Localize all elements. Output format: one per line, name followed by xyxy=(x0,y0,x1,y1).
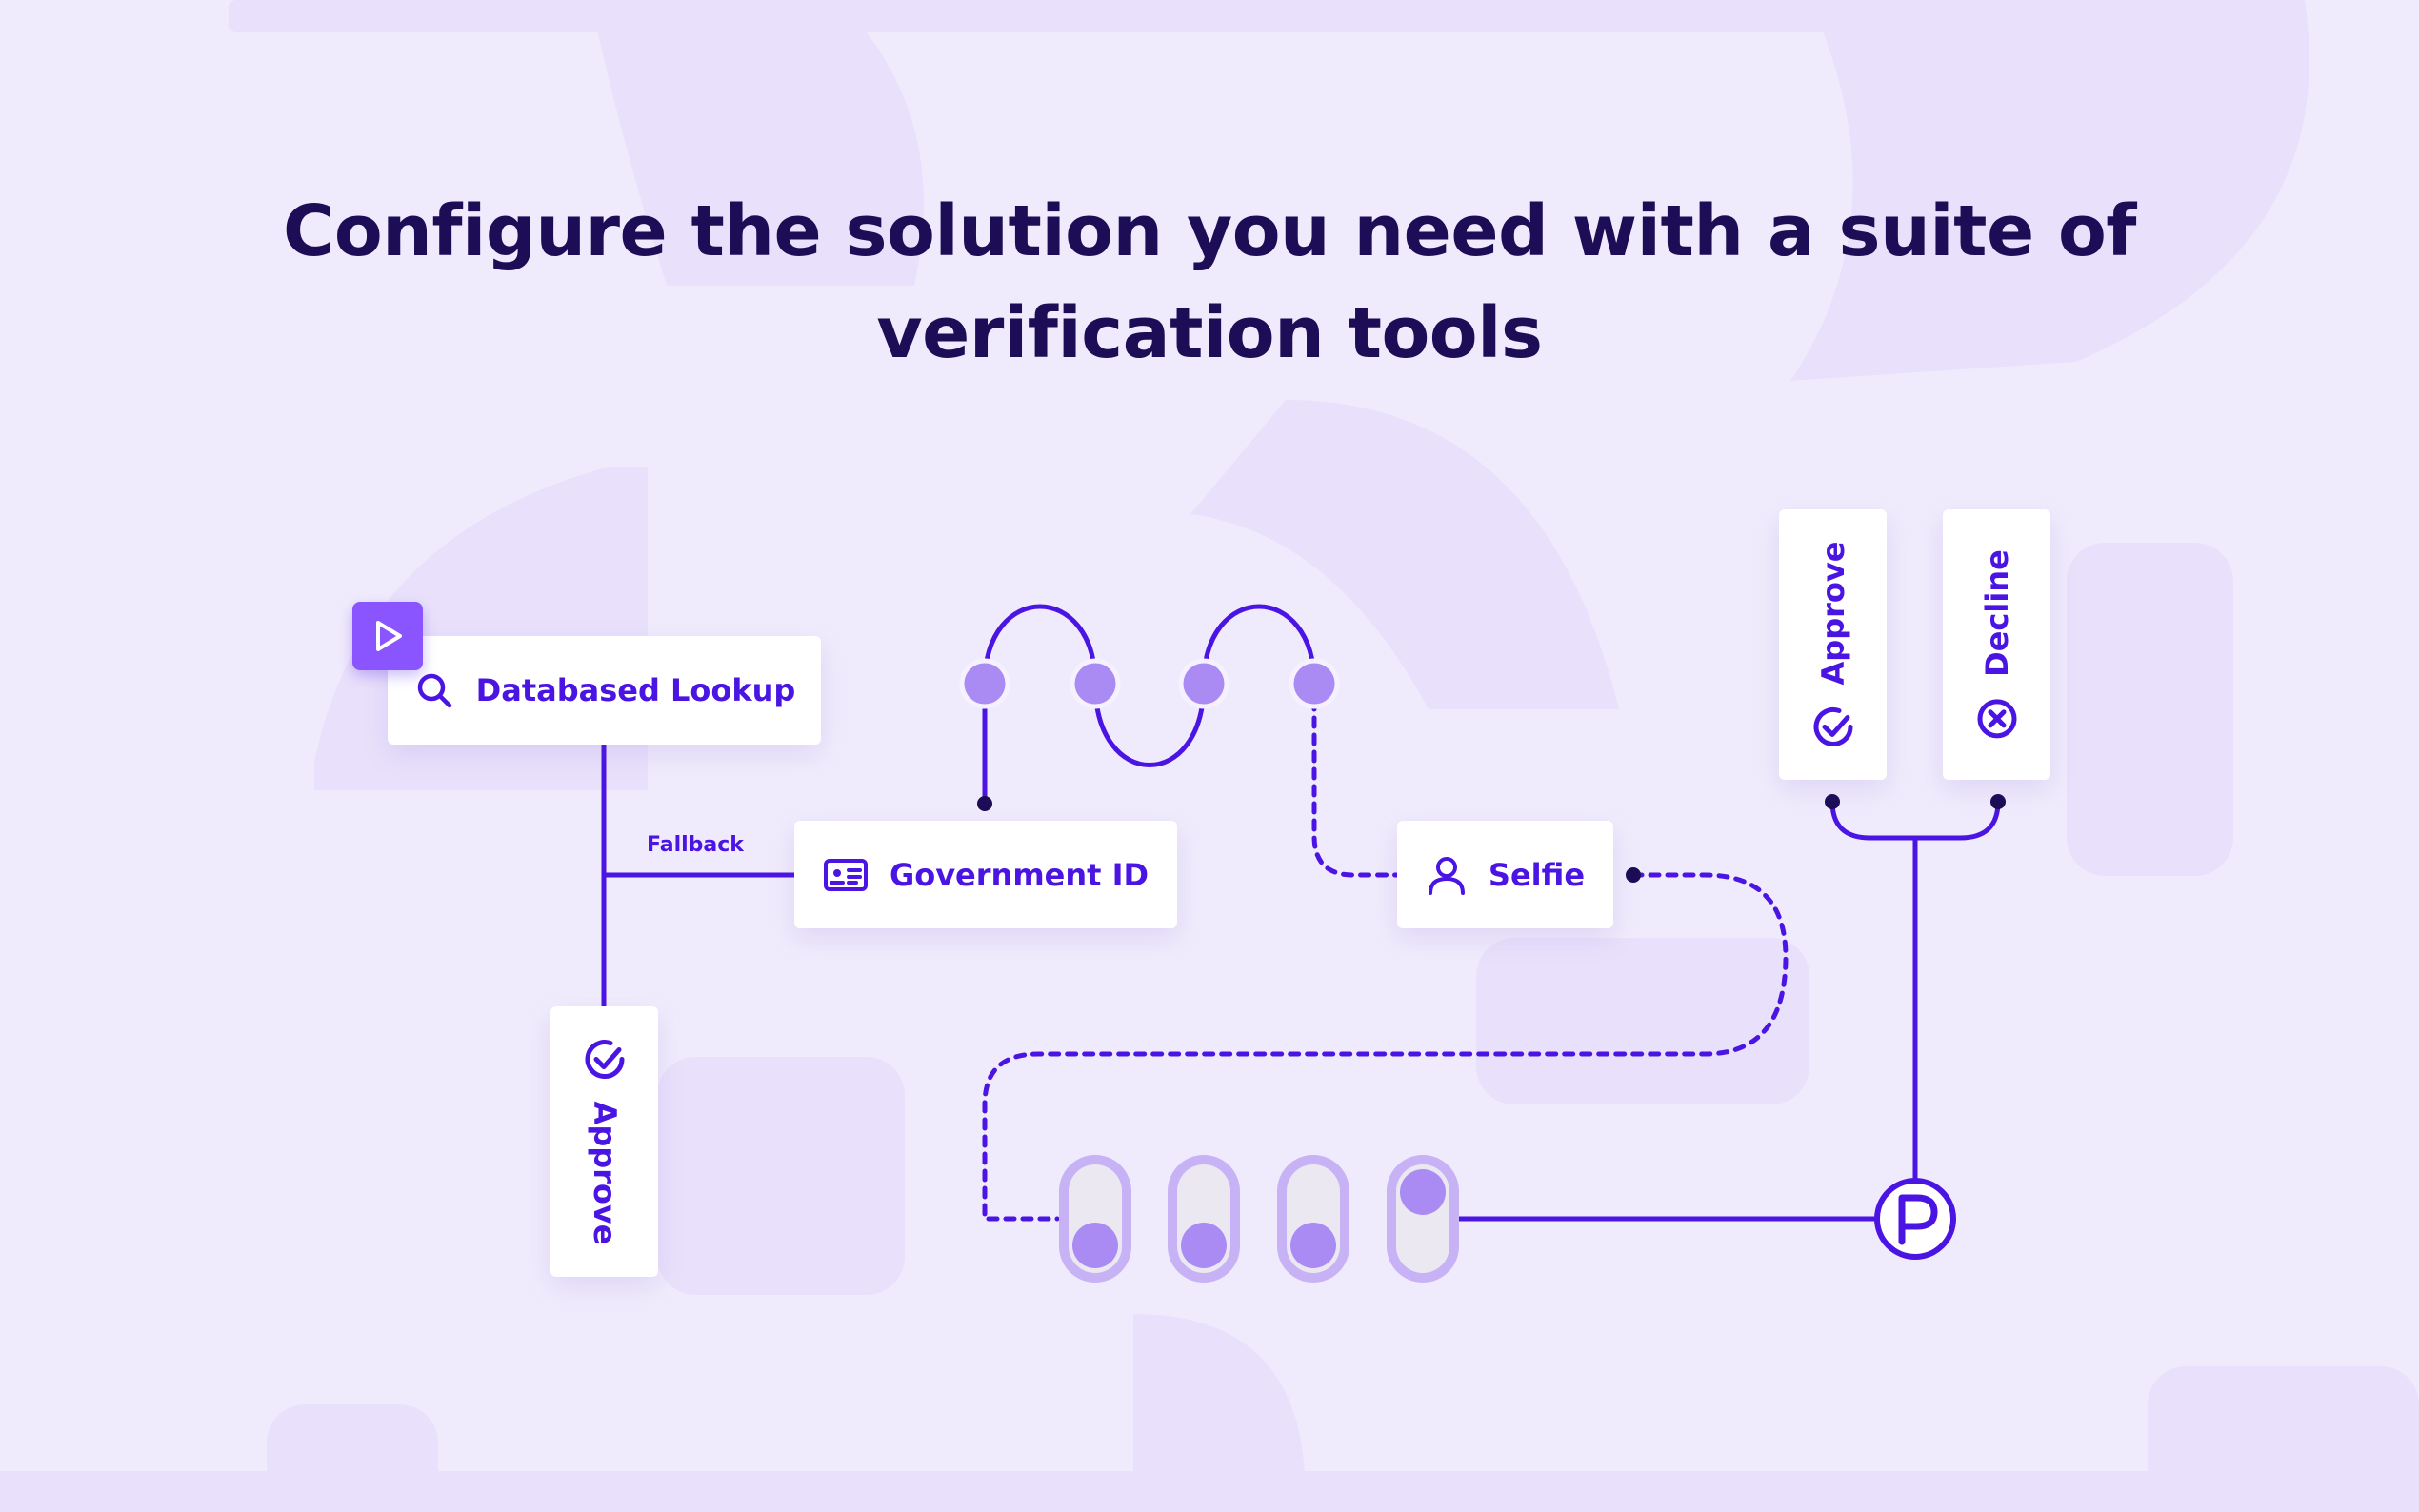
toggle-knob xyxy=(1181,1223,1227,1268)
check-circle-icon xyxy=(585,1040,624,1080)
decline-node: Decline xyxy=(1943,509,2050,780)
fallback-edge-label: Fallback xyxy=(647,833,744,857)
search-icon xyxy=(417,673,451,708)
x-circle-icon xyxy=(1977,699,2016,739)
check-circle-icon xyxy=(1813,706,1852,746)
wave-dot xyxy=(959,658,1010,709)
page-headline: Configure the solution you need with a s… xyxy=(0,181,2419,385)
headline-line-1: Configure the solution you need with a s… xyxy=(283,190,2136,272)
connector-lines xyxy=(601,604,2001,1222)
decline-label: Decline xyxy=(1978,549,2015,677)
selfie-label: Selfie xyxy=(1488,856,1586,893)
headline-line-2: verification tools xyxy=(876,292,1543,374)
toggle-knob xyxy=(1072,1223,1118,1268)
approve-left-node: Approve xyxy=(550,1006,658,1277)
selfie-node: Selfie xyxy=(1397,821,1613,928)
wave-dot xyxy=(1070,658,1121,709)
government-id-label: Government ID xyxy=(889,856,1150,893)
toggle-switch[interactable] xyxy=(1168,1155,1240,1283)
toggle-group xyxy=(1059,1155,1459,1283)
id-card-icon xyxy=(823,858,868,891)
approve-right-node: Approve xyxy=(1779,509,1887,780)
wave-to-selfie-line xyxy=(1311,681,1400,878)
play-button[interactable] xyxy=(352,602,423,670)
toggle-knob xyxy=(1290,1223,1336,1268)
wave-connector-line xyxy=(982,604,1317,806)
wave-dot xyxy=(1178,658,1229,709)
wave-dots xyxy=(959,658,1340,709)
selfie-to-toggles-line xyxy=(982,872,1789,1222)
toggle-switch[interactable] xyxy=(1059,1155,1131,1283)
approve-right-label: Approve xyxy=(1814,541,1851,686)
database-lookup-label: Databased Lookup xyxy=(475,672,796,708)
decision-fork-line xyxy=(1829,799,2001,841)
toggle-switch[interactable] xyxy=(1277,1155,1349,1283)
wave-dot xyxy=(1289,658,1340,709)
toggle-knob xyxy=(1400,1169,1446,1215)
government-id-node: Government ID xyxy=(794,821,1177,928)
junction-points xyxy=(977,794,2006,883)
play-icon xyxy=(376,621,402,651)
dotted-connector-lines xyxy=(982,681,1789,1222)
person-icon xyxy=(1428,856,1465,895)
persona-logo-icon xyxy=(1874,1178,1956,1260)
database-lookup-node: Databased Lookup xyxy=(388,636,821,745)
approve-left-label: Approve xyxy=(586,1101,623,1245)
toggle-switch[interactable] xyxy=(1387,1155,1459,1283)
